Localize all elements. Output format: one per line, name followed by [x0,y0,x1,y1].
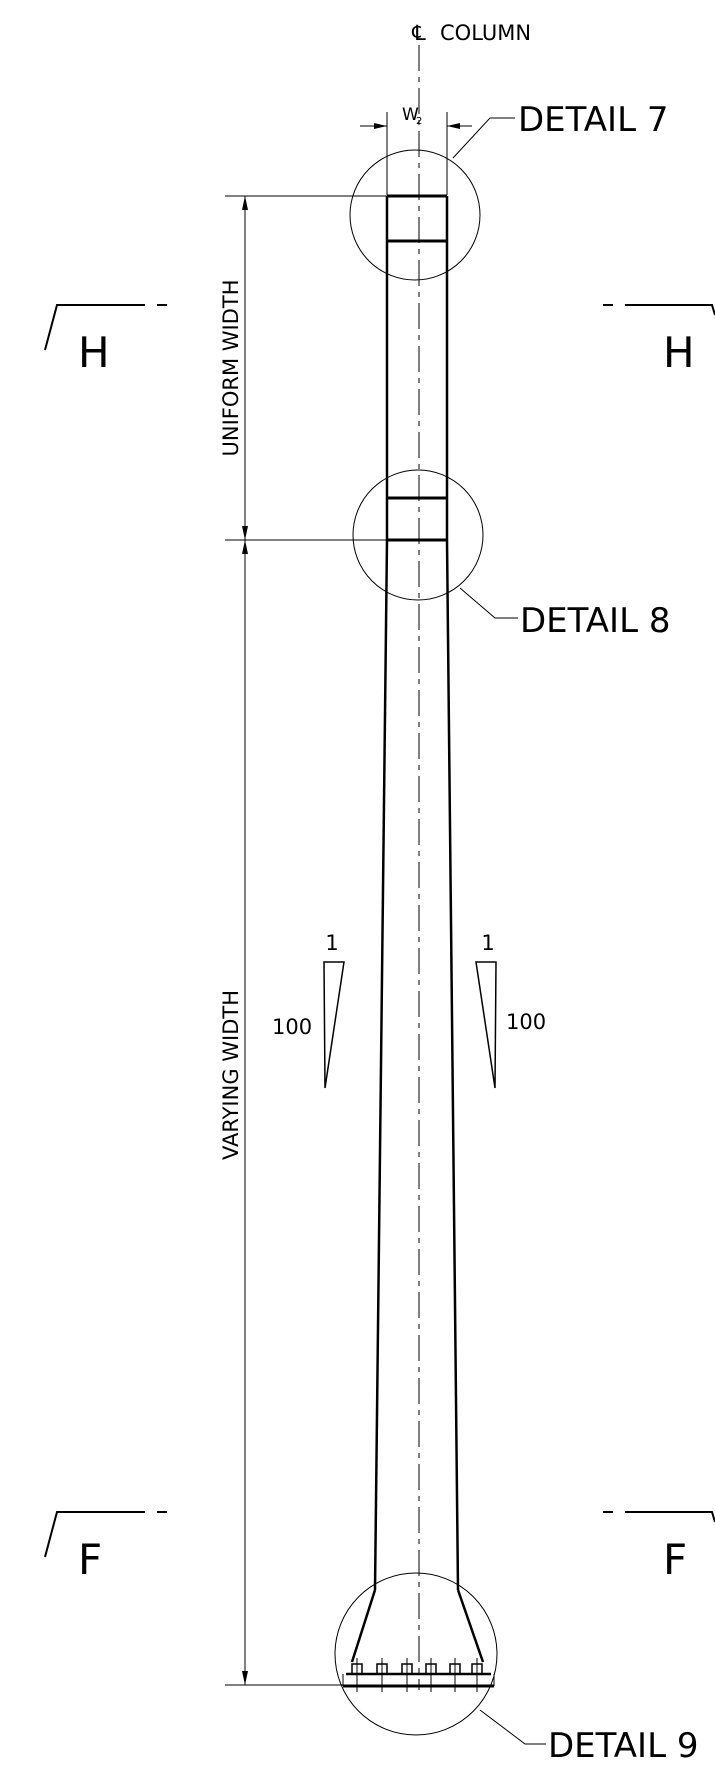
detail-9-callout: DETAIL 9 [479,1709,698,1766]
width-w-subscript: 2 [416,116,422,127]
slope-rise-left: 1 [325,931,338,955]
detail-9-circle [334,1572,498,1736]
anchor-bolt [425,1658,437,1692]
uniform-width-label: UNIFORM WIDTH [219,279,243,456]
centerline: ℄ COLUMN [411,21,531,1690]
section-cut-f-right: F [603,1511,715,1584]
varying-width-label: VARYING WIDTH [219,990,243,1160]
anchor-bolt [351,1658,363,1692]
section-h-left-label: H [78,328,110,377]
top-width-dimension: W 2 [360,105,472,195]
detail-7-circle [349,149,481,281]
section-cut-f-left: F [44,1511,167,1584]
section-cut-h-right: H [603,304,715,377]
slope-indicator-left: 1 100 [272,931,345,1089]
anchor-bolt [449,1658,461,1692]
detail-7-label: DETAIL 7 [518,100,668,140]
slope-run-left: 100 [272,1015,312,1039]
anchor-bolt [401,1658,413,1692]
detail-8-callout: DETAIL 8 [459,587,670,641]
centerline-symbol: ℄ [411,21,426,45]
vertical-dimension: UNIFORM WIDTH VARYING WIDTH [219,195,387,1686]
section-f-right-label: F [663,1535,687,1584]
slope-rise-right: 1 [481,931,494,955]
centerline-label: COLUMN [440,21,531,45]
detail-7-callout: DETAIL 7 [452,100,668,159]
base-plate [342,1658,495,1692]
detail-8-label: DETAIL 8 [520,601,670,641]
detail-8-circle [352,469,484,601]
width-w-label: W [402,105,419,125]
anchor-bolt [376,1658,388,1692]
slope-run-right: 100 [506,1010,546,1034]
column-body [350,194,485,1663]
section-cut-h-left: H [44,304,167,377]
section-h-right-label: H [663,328,695,377]
section-f-left-label: F [78,1535,102,1584]
detail-9-label: DETAIL 9 [548,1726,698,1766]
slope-indicator-right: 1 100 [475,931,546,1089]
anchor-bolt [471,1658,483,1692]
